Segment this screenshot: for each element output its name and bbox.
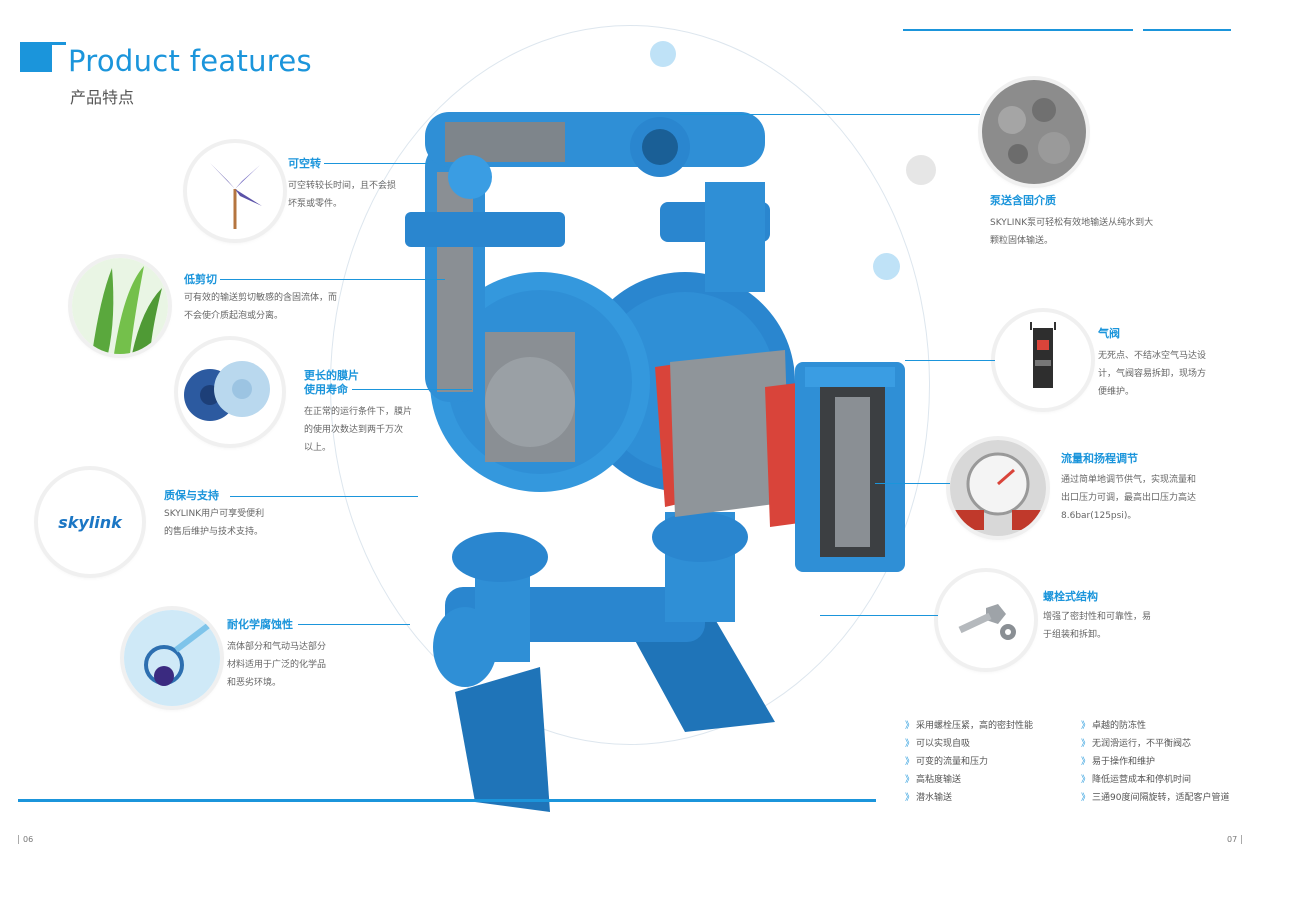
feature-title-dry-run: 可空转: [288, 157, 321, 170]
leader-line: [298, 624, 410, 625]
feature-title-bolted: 螺栓式结构: [1043, 590, 1098, 603]
feature-desc-low-shear: 可有效的输送剪切敏感的含固流体，而 不会使介质起泡或分离。: [184, 293, 338, 321]
list-item: 三通90度间隔旋转，适配客户管道: [1081, 789, 1229, 807]
feature-desc-warranty: SKYLINK用户可享受便利 的售后维护与技术支持。: [164, 509, 265, 537]
feature-title-chemical: 耐化学腐蚀性: [227, 618, 293, 631]
feature-bullets-right: 卓越的防冻性 无润滑运行，不平衡阀芯 易于操作和维护 降低运营成本和停机时间 三…: [1081, 717, 1229, 807]
leader-line: [220, 279, 445, 280]
skylink-logo-icon: skylink: [38, 470, 142, 574]
list-item: 高粘度输送: [905, 771, 1033, 789]
list-item: 可以实现自吸: [905, 735, 1033, 753]
leader-line: [324, 163, 428, 164]
feature-title-low-shear: 低剪切: [184, 273, 217, 286]
feature-title-air-valve: 气阀: [1098, 327, 1120, 340]
list-item: 可变的流量和压力: [905, 753, 1033, 771]
feature-title-flow-adjust: 流量和扬程调节: [1061, 452, 1138, 465]
pinwheel-icon: [187, 143, 283, 239]
list-item: 采用螺栓压紧，高的密封性能: [905, 717, 1033, 735]
diaphragm-icon: [178, 340, 282, 444]
feature-title-warranty: 质保与支持: [164, 489, 219, 502]
feature-desc-bolted: 增强了密封性和可靠性，易 于组装和拆卸。: [1043, 612, 1152, 640]
leader-line: [352, 389, 472, 390]
feature-desc-dry-run: 可空转较长时间，且不会损 坏泵或零件。: [288, 181, 397, 209]
leader-line: [875, 483, 950, 484]
decorative-dot: [650, 41, 676, 67]
feature-desc-solids: SKYLINK泵可轻松有效地输送从纯水到大 颗粒固体输送。: [990, 218, 1154, 246]
brand-mark: [20, 42, 66, 72]
leader-line: [820, 615, 938, 616]
feature-bullets-left: 采用螺栓压紧，高的密封性能 可以实现自吸 可变的流量和压力 高粘度输送 潜水输送: [905, 717, 1033, 807]
list-item: 无润滑运行，不平衡阀芯: [1081, 735, 1229, 753]
leader-line: [230, 496, 418, 497]
feature-title-diaphragm: 更长的膜片 使用寿命: [304, 369, 359, 396]
feature-desc-flow-adjust: 通过简单地调节供气，实现流量和 出口压力可调，最高出口压力高达 8.6bar(1…: [1061, 475, 1197, 521]
pressure-gauge-icon: [950, 440, 1046, 536]
page-subtitle: 产品特点: [70, 88, 135, 107]
page-title: Product features: [68, 44, 312, 78]
bolt-icon: [938, 572, 1034, 668]
decorative-arc: [330, 25, 930, 745]
bottom-divider: [18, 799, 876, 802]
page-number-right: 07: [1227, 835, 1243, 844]
leader-line: [680, 114, 980, 115]
top-divider: [903, 29, 1133, 31]
feature-desc-diaphragm: 在正常的运行条件下，膜片 的使用次数达到两千万次 以上。: [304, 407, 413, 453]
list-item: 卓越的防冻性: [1081, 717, 1229, 735]
leader-line: [905, 360, 995, 361]
feature-desc-chemical: 流体部分和气动马达部分 材料适用于广泛的化学品 和恶劣环境。: [227, 642, 327, 688]
aloe-leaf-icon: [72, 258, 168, 354]
list-item: 降低运营成本和停机时间: [1081, 771, 1229, 789]
chemical-liquid-icon: [124, 610, 220, 706]
decorative-dot: [906, 155, 936, 185]
top-divider-short: [1143, 29, 1231, 31]
list-item: 易于操作和维护: [1081, 753, 1229, 771]
feature-title-solids: 泵送含固介质: [990, 194, 1056, 207]
list-item: 潜水输送: [905, 789, 1033, 807]
feature-desc-air-valve: 无死点、不结冰空气马达设 计，气阀容易拆卸，现场方 便维护。: [1098, 351, 1207, 397]
page-number-left: 06: [18, 835, 33, 844]
skylink-logo-text: skylink: [58, 512, 122, 532]
air-valve-icon: [995, 312, 1091, 408]
solids-icon: [982, 80, 1086, 184]
pump-illustration: [405, 112, 905, 812]
decorative-dot: [873, 253, 900, 280]
